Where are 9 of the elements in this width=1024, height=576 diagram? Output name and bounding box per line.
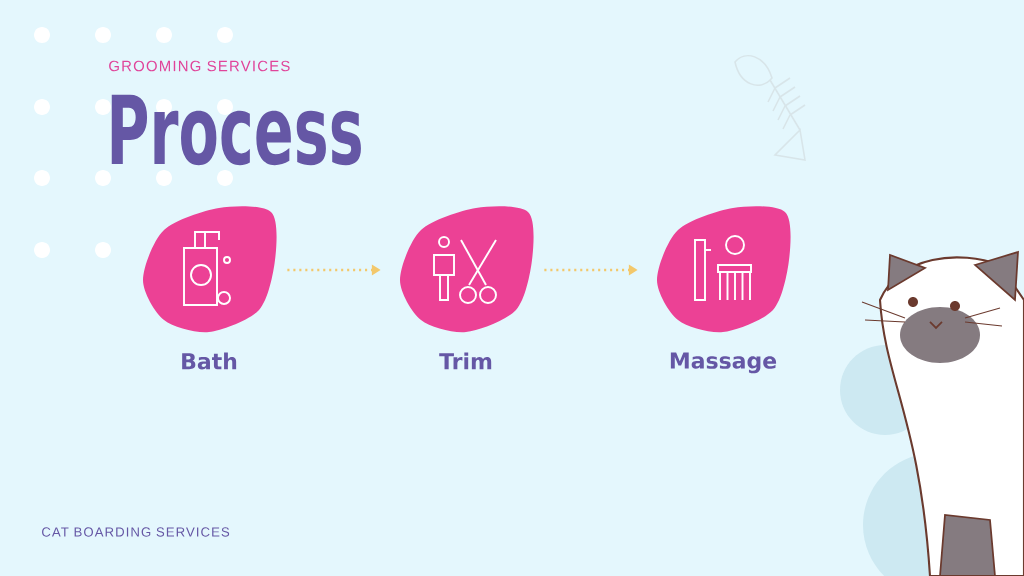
step-blob: Massage — [657, 206, 791, 374]
step-blob: Bath — [143, 206, 277, 370]
node-label: Trim — [439, 352, 492, 370]
node-label: Bath — [182, 352, 237, 370]
node-label: Massage — [670, 352, 777, 374]
section-label: CAT BOARDING SERVICES — [42, 527, 230, 537]
section-label: GROOMING SERVICES — [109, 60, 290, 72]
step-blob: Trim — [400, 206, 534, 370]
title: Process — [111, 94, 361, 166]
